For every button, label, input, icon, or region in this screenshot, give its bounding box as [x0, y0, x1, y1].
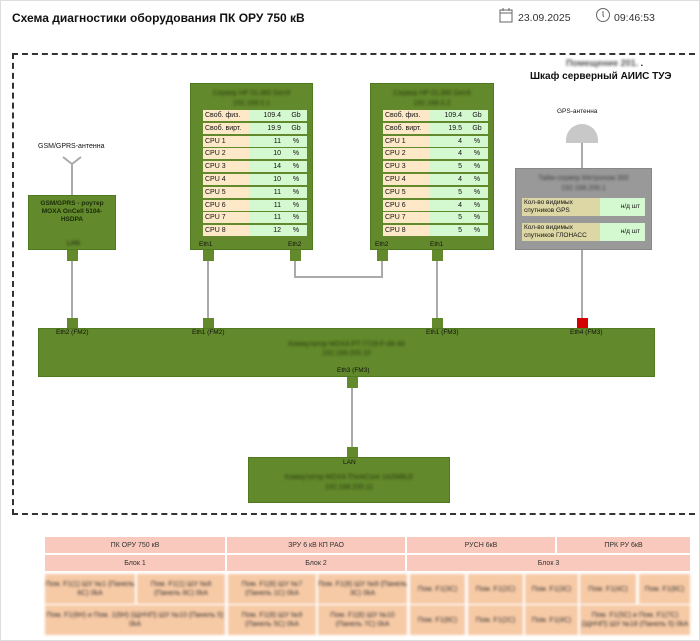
table-cell[interactable]: РУСН 6кВ — [407, 537, 555, 553]
port-label: Eth1 — [430, 241, 444, 248]
table-cell[interactable]: Пом. F1(8С) — [639, 574, 690, 604]
table-cell[interactable]: Пом. F1(3С) — [410, 574, 465, 604]
antenna-icon — [62, 156, 82, 172]
table-cell[interactable]: Пом. F1(6Н) и Пом. 1(6Н) (ЩНЧП) ШУ №10 (… — [45, 605, 225, 635]
table-cell[interactable]: Блок 3 — [407, 555, 690, 571]
table-cell[interactable]: Пом. F1(4С) — [580, 574, 636, 604]
port-label: Eth2 — [288, 241, 302, 248]
cabinet-boundary — [12, 53, 695, 515]
table-cell[interactable]: Пом. F1(2С) — [468, 574, 523, 604]
switch-eth1-fm2-port[interactable] — [203, 318, 214, 329]
switch-eth4-fm3-port-fault[interactable] — [577, 318, 588, 329]
table-cell[interactable]: Пом. F1(4С) — [525, 605, 578, 635]
port-label: LAN — [343, 459, 356, 466]
server1-eth1-port[interactable] — [203, 250, 214, 261]
clock-icon — [596, 8, 610, 22]
table-cell[interactable]: Пом. F1(8) ШУ №8 (Панель 3С) 0kA — [318, 574, 407, 604]
table-cell[interactable]: Пом. F1(8) ШУ №10 (Панель 7С) 0kA — [318, 605, 407, 635]
server2-eth1-port[interactable] — [432, 250, 443, 261]
gps-antenna-icon — [566, 124, 598, 143]
cabinet-title: Шкаф серверный АИИС ТУЭ — [530, 71, 672, 82]
switch2-lan-port[interactable] — [347, 447, 358, 458]
switch-eth3-fm3-port[interactable] — [347, 377, 358, 388]
port-label: Eth2 (FM2) — [56, 329, 89, 336]
table-cell[interactable]: Пом. F1(1) ШУ №8 (Панель 8С) 0kA — [137, 574, 225, 604]
gsm-router-label: GSM/GPRS - роутер MOXA OnCell 5104-HSDPA — [40, 200, 104, 223]
room-label: Помещение 201. — [566, 58, 639, 68]
table-cell[interactable]: Пом. F1(2С) — [468, 605, 523, 635]
switch-eth1-fm3-port[interactable] — [432, 318, 443, 329]
table-cell[interactable]: Пом. F1(8) ШУ №9 (Панель 5С) 0kA — [228, 605, 316, 635]
port-label: Eth2 — [375, 241, 389, 248]
port-label: Eth1 (FM3) — [426, 329, 459, 336]
port-label: Eth1 (FM2) — [192, 329, 225, 336]
table-cell[interactable]: Пом. F1(8С) — [410, 605, 465, 635]
server2-eth2-port[interactable] — [377, 250, 388, 261]
calendar-icon — [499, 8, 513, 23]
port-label: Eth1 — [199, 241, 213, 248]
server1-eth2-port[interactable] — [290, 250, 301, 261]
gsm-lan-port[interactable] — [67, 250, 78, 261]
switch-eth2-fm2-port[interactable] — [67, 318, 78, 329]
table-cell[interactable]: Блок 1 — [45, 555, 225, 571]
table-cell[interactable]: Пом. F1(1) ШУ №1 (Панель 6С) 0kA — [45, 574, 135, 604]
gsm-antenna-label: GSM/GPRS-антенна — [38, 143, 105, 150]
page-title: Схема диагностики оборудования ПК ОРУ 75… — [12, 11, 305, 25]
room-label-wrap: Помещение 201. . — [566, 58, 644, 68]
table-cell[interactable]: ПРК РУ 6кВ — [557, 537, 690, 553]
gps-antenna-label: GPS-антенна — [557, 108, 598, 115]
port-label: Eth3 (FM3) — [337, 367, 370, 374]
table-cell[interactable]: Пом. F1(5С) и Пом. F1(7С) (ЩНЧП) ШУ №18 … — [580, 605, 690, 635]
port-label: Eth4 (FM3) — [570, 329, 603, 336]
table-cell[interactable]: Блок 2 — [227, 555, 405, 571]
table-cell[interactable]: Пом. F1(8) ШУ №7 (Панель 1С) 0kA — [228, 574, 316, 604]
time-display: 09:46:53 — [614, 12, 655, 24]
table-cell[interactable]: Пом. F1(3С) — [525, 574, 578, 604]
table-cell[interactable]: ПК ОРУ 750 кВ — [45, 537, 225, 553]
date-display: 23.09.2025 — [518, 12, 571, 24]
table-cell[interactable]: ЗРУ 6 кВ КП РАО — [227, 537, 405, 553]
port-label: LAN — [67, 240, 80, 247]
gsm-router[interactable]: GSM/GPRS - роутер MOXA OnCell 5104-HSDPA… — [28, 195, 116, 250]
